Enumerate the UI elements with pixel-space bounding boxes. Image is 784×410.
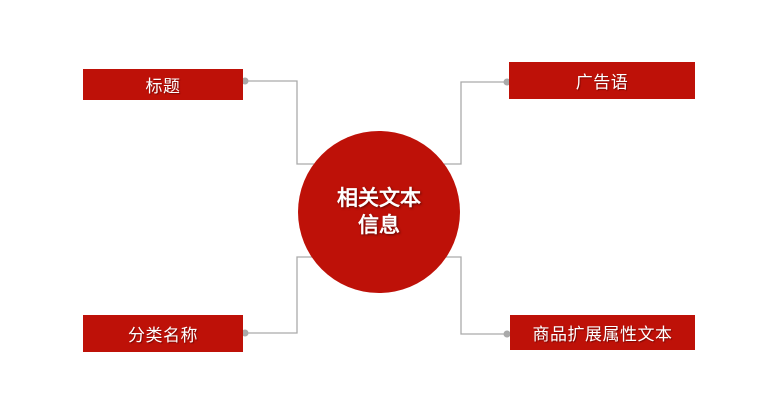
connector-bottom-left xyxy=(241,256,314,337)
connector-top-left xyxy=(241,77,314,165)
center-label-line2: 信息 xyxy=(358,213,400,237)
connector-dot-icon xyxy=(241,77,249,85)
node-top-left: 标题 xyxy=(83,69,243,100)
node-top-right: 广告语 xyxy=(509,62,695,99)
center-node: 相关文本 信息 xyxy=(298,131,460,293)
node-bottom-right: 商品扩展属性文本 xyxy=(510,315,695,350)
node-label: 分类名称 xyxy=(128,326,198,346)
node-label: 标题 xyxy=(145,77,181,97)
connector-dot-icon xyxy=(503,330,511,338)
node-label: 广告语 xyxy=(575,73,629,93)
connector-bottom-right xyxy=(444,256,511,338)
node-label: 商品扩展属性文本 xyxy=(532,325,673,345)
connector-top-right xyxy=(444,78,511,165)
center-label-line1: 相关文本 xyxy=(337,186,421,210)
connector-dot-icon xyxy=(503,78,511,86)
node-bottom-left: 分类名称 xyxy=(83,315,243,352)
connector-dot-icon xyxy=(241,329,249,337)
